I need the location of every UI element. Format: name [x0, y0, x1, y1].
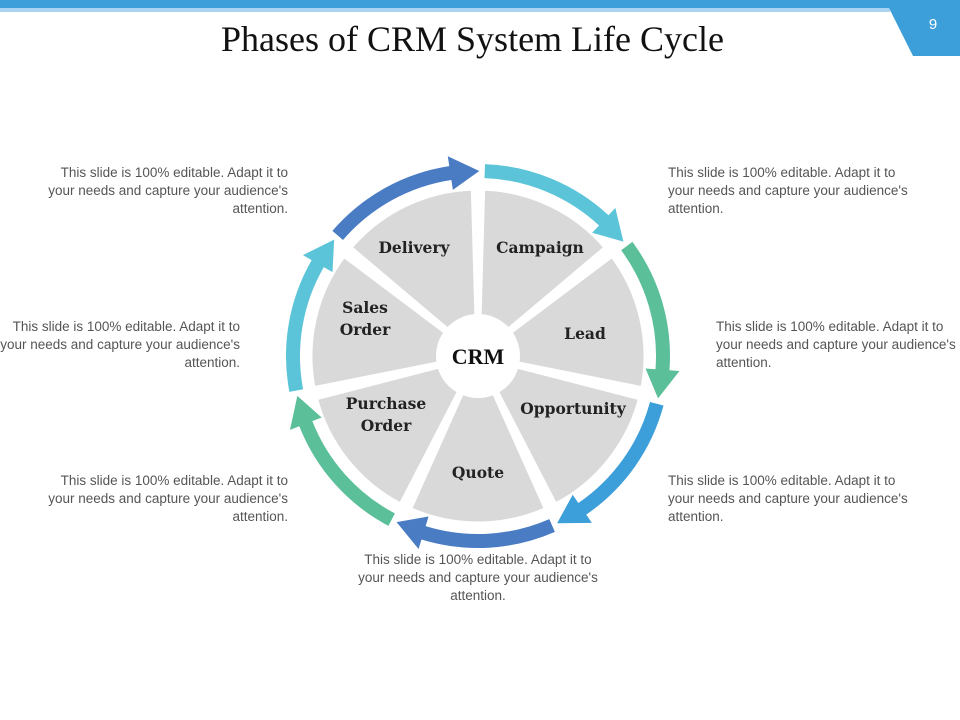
arrow-quote	[396, 516, 555, 550]
segment-label-opportunity: Opportunity	[520, 399, 626, 418]
center-circle	[436, 314, 520, 398]
segment-opportunity	[473, 352, 644, 509]
segment-purchase-order	[312, 352, 483, 509]
segment-label-quote: Quote	[452, 463, 504, 482]
header-bar	[0, 0, 960, 8]
description-bottom-center: This slide is 100% editable. Adapt it to…	[358, 552, 598, 603]
arrow-purchase-order	[290, 395, 395, 526]
page-number: 9	[928, 16, 938, 33]
center-label: CRM	[452, 344, 505, 369]
slide-title: Phases of CRM System Life Cycle	[221, 19, 724, 59]
header-accent-line	[0, 8, 890, 12]
segment-label-campaign: Campaign	[496, 238, 584, 257]
segment-campaign	[475, 185, 610, 362]
description-mid-right: This slide is 100% editable. Adapt it to…	[716, 319, 956, 370]
segment-label-lead: Lead	[564, 324, 606, 343]
wheel-arrows	[286, 156, 680, 550]
segment-quote	[406, 349, 550, 527]
segment-label-delivery: Delivery	[378, 238, 450, 257]
arrow-campaign	[484, 164, 624, 242]
description-bottom-left: This slide is 100% editable. Adapt it to…	[48, 473, 288, 524]
arrow-sales-order	[286, 239, 335, 392]
arrow-lead	[621, 241, 680, 399]
description-mid-left: This slide is 100% editable. Adapt it to…	[0, 319, 240, 370]
arrow-delivery	[332, 156, 480, 240]
description-top-left: This slide is 100% editable. Adapt it to…	[48, 165, 288, 216]
description-top-right: This slide is 100% editable. Adapt it to…	[668, 165, 908, 216]
segment-delivery	[346, 185, 481, 362]
description-bottom-right: This slide is 100% editable. Adapt it to…	[668, 473, 908, 524]
arrow-opportunity	[557, 401, 664, 524]
